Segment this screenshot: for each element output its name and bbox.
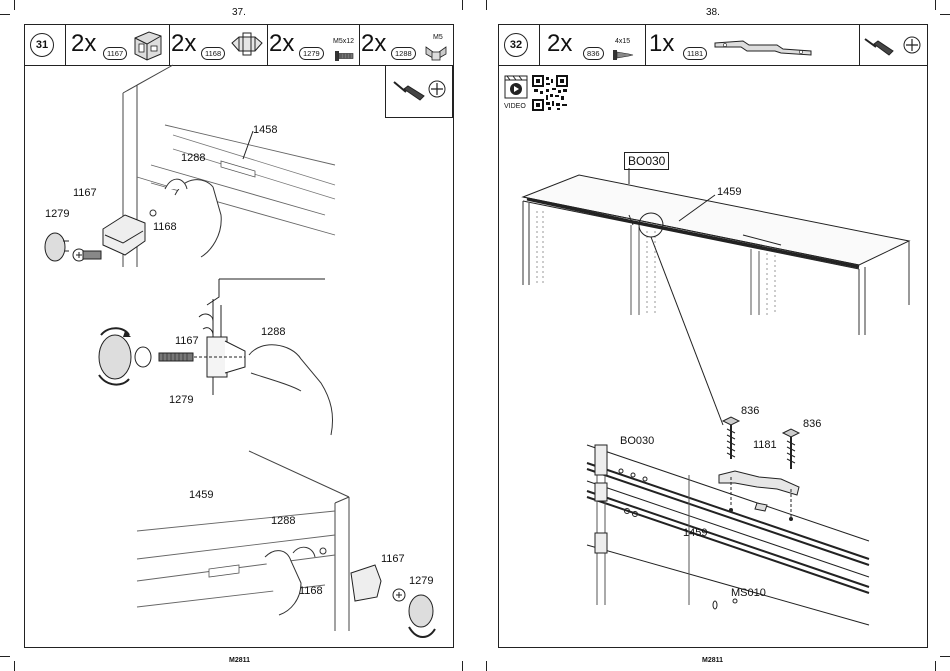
- wing-nut-part-icon: [425, 44, 447, 62]
- part-size: 4x15: [615, 38, 630, 45]
- screwdriver-icon: [392, 78, 428, 102]
- bracket-part-icon: [131, 28, 167, 62]
- crop-mark: [0, 656, 10, 657]
- tool-cell: [859, 25, 927, 65]
- step-number-cell: 31: [25, 25, 66, 65]
- step-32-panel: 32 2x 836 4x15 1x 1181: [498, 24, 928, 648]
- callout-label-ms010: MS010: [731, 587, 766, 599]
- part-quantity: 2x: [71, 30, 96, 58]
- tool-box: [385, 65, 453, 118]
- callout-screw-1279: 1279: [409, 575, 433, 587]
- left-page-number: 37.: [232, 7, 246, 18]
- cabinet-bottom-diagram: [25, 445, 453, 635]
- crop-mark: [14, 661, 15, 671]
- part-cell-1181: 1x 1181: [645, 25, 860, 65]
- bracket-assembly-diagram: [95, 275, 395, 445]
- step-31-parts-header: 31 2x 1167 2x 1168 2x 1279 M5x1: [25, 25, 453, 66]
- part-code: 1181: [683, 47, 707, 60]
- video-label: VIDEO: [504, 103, 526, 110]
- crop-mark: [462, 661, 463, 671]
- part-code: 1279: [299, 47, 324, 60]
- callout-clip-1168: 1168: [153, 221, 177, 233]
- part-quantity: 2x: [361, 30, 386, 58]
- leader-line: [237, 131, 257, 161]
- part-quantity: 2x: [171, 30, 196, 58]
- step-31-panel: 31 2x 1167 2x 1168 2x 1279 M5x1: [24, 24, 454, 648]
- crop-mark: [0, 14, 10, 15]
- callout-screw-1279: 1279: [45, 208, 69, 220]
- crop-mark: [14, 0, 15, 10]
- callout-nut-1288: 1288: [181, 152, 205, 164]
- crop-mark: [940, 14, 950, 15]
- video-play-icon: [504, 75, 528, 99]
- right-page-number: 38.: [706, 7, 720, 18]
- part-quantity: 2x: [547, 30, 572, 58]
- screwdriver-icon: [863, 35, 897, 57]
- cabinet-top-diagram: [25, 65, 325, 245]
- left-page-footer: M2811: [229, 657, 250, 664]
- callout-bracket-1167: 1167: [73, 187, 97, 199]
- phillips-head-icon: [428, 80, 446, 98]
- crop-mark: [935, 661, 936, 671]
- step-number: 31: [30, 33, 54, 57]
- part-code: 1168: [201, 47, 225, 60]
- screw-part-icon: [335, 50, 355, 62]
- callout-connector-1181: 1181: [753, 439, 777, 451]
- leader-line: [677, 193, 717, 223]
- connector-plate-part-icon: [713, 37, 813, 57]
- crop-mark: [486, 0, 487, 10]
- step-32-parts-header: 32 2x 836 4x15 1x 1181: [499, 25, 927, 66]
- part-size: M5: [433, 34, 443, 41]
- callout-bracket-1167: 1167: [175, 335, 199, 347]
- part-cell-1279: 2x 1279 M5x12: [267, 25, 360, 65]
- callout-rail-1459: 1459: [683, 527, 707, 539]
- phillips-head-icon: [903, 36, 921, 54]
- callout-bracket-1167: 1167: [381, 553, 405, 565]
- part-quantity: 2x: [269, 30, 294, 58]
- leader-line: [619, 168, 639, 188]
- crop-mark: [940, 656, 950, 657]
- qr-code-icon: [532, 75, 568, 111]
- callout-label-bo030: BO030: [620, 435, 654, 447]
- part-quantity: 1x: [649, 30, 674, 58]
- part-cell-1167: 2x 1167: [65, 25, 170, 65]
- callout-rail-1459: 1459: [717, 186, 741, 198]
- part-code: 836: [583, 47, 604, 60]
- callout-nut-1288: 1288: [271, 515, 295, 527]
- callout-screw-1279: 1279: [169, 394, 193, 406]
- right-page-footer: M2811: [702, 657, 723, 664]
- part-size: M5x12: [333, 38, 354, 45]
- wood-screw-part-icon: [613, 49, 633, 61]
- crop-mark: [462, 0, 463, 10]
- step-number-cell: 32: [499, 25, 540, 65]
- callout-nut-1288: 1288: [261, 326, 285, 338]
- crop-mark: [935, 0, 936, 10]
- part-cell-1288: 2x 1288 M5: [359, 25, 453, 65]
- part-code: 1288: [391, 47, 416, 60]
- part-cell-1168: 2x 1168: [169, 25, 268, 65]
- part-cell-836: 2x 836 4x15: [539, 25, 646, 65]
- part-code: 1167: [103, 47, 127, 60]
- callout-panel-1459: 1459: [189, 489, 213, 501]
- callout-clip-1168: 1168: [299, 585, 323, 597]
- clip-part-icon: [229, 29, 265, 61]
- step-number: 32: [504, 33, 528, 57]
- callout-screw-836: 836: [741, 405, 759, 417]
- crop-mark: [486, 661, 487, 671]
- callout-screw-836: 836: [803, 418, 821, 430]
